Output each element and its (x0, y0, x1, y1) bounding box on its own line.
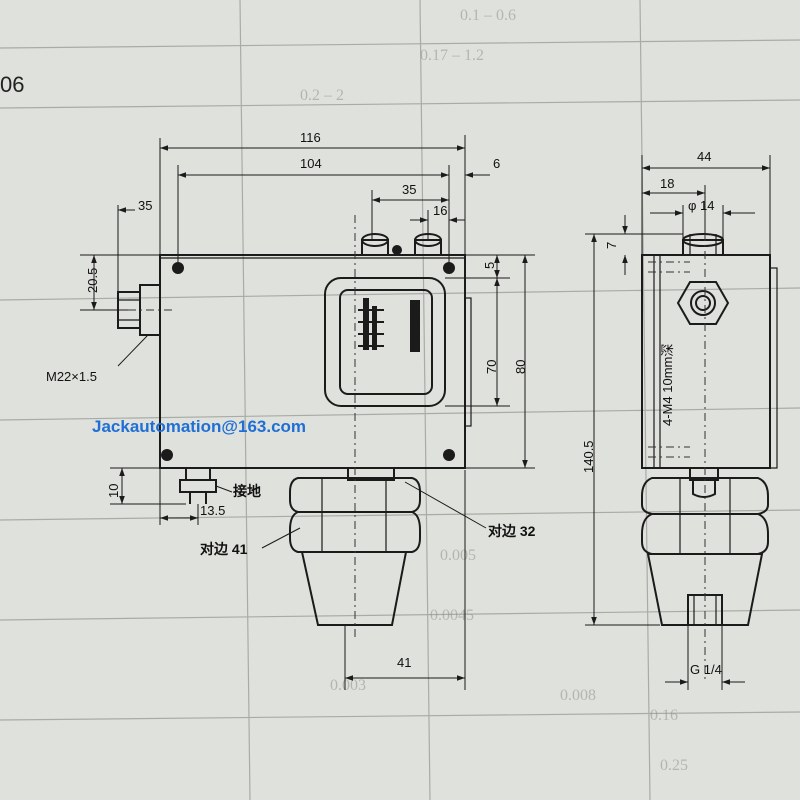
dim-16: 16 (433, 203, 447, 218)
side-bracket (464, 297, 472, 427)
front-view (117, 215, 472, 640)
dim-side-18: 18 (660, 176, 674, 191)
svg-text:0.1 – 0.6: 0.1 – 0.6 (460, 7, 516, 24)
dim-35-left: 35 (138, 198, 152, 213)
dim-side-140-5: 140.5 (581, 440, 596, 473)
dim-side-4m4: 4-M4 10mm深 (660, 344, 675, 426)
side-view (641, 215, 778, 680)
svg-text:0.008: 0.008 (560, 687, 596, 704)
ground-terminal-icon (179, 467, 217, 504)
across-flats-41: 对边 41 (200, 541, 248, 557)
watermark: Jackautomation@163.com (92, 417, 306, 436)
dim-10: 10 (106, 484, 121, 498)
dim-side-44: 44 (697, 149, 711, 164)
scale-marks-icon (358, 298, 420, 352)
dim-116: 116 (300, 130, 321, 145)
side-dimensions: 44 18 φ 14 7 4-M4 10mm深 140.5 G 1/4 (581, 149, 771, 690)
dim-side-g14: G 1/4 (690, 662, 722, 677)
hex-nut-assembly (289, 467, 421, 626)
svg-text:0.003: 0.003 (330, 677, 366, 694)
dim-5: 5 (482, 262, 497, 269)
svg-text:0.2 – 2: 0.2 – 2 (300, 87, 344, 104)
svg-text:0.25: 0.25 (660, 757, 688, 774)
scale-window-outer (324, 277, 446, 407)
gland-hex-icon (676, 281, 730, 325)
thread-m22: M22×1.5 (46, 369, 97, 384)
dim-35-top: 35 (402, 182, 416, 197)
dim-104: 104 (300, 156, 322, 171)
screw-icon (443, 449, 455, 461)
svg-text:0.17 – 1.2: 0.17 – 1.2 (420, 47, 484, 64)
dim-side-phi14: φ 14 (688, 198, 715, 213)
dim-41: 41 (397, 655, 411, 670)
dim-side-7: 7 (604, 242, 619, 249)
housing-outline (159, 254, 466, 469)
svg-text:0.005: 0.005 (440, 547, 476, 564)
page-number: 06 (0, 72, 24, 97)
svg-text:0.0045: 0.0045 (430, 607, 474, 624)
dim-70: 70 (484, 360, 499, 374)
scale-window-inner (339, 289, 433, 395)
front-dimensions: 116 104 6 35 16 35 20.5 M22×1.5 (46, 130, 536, 690)
across-flats-32: 对边 32 (488, 523, 536, 539)
adjust-knob-icon (361, 233, 442, 256)
screw-icon (443, 262, 455, 274)
dim-6: 6 (493, 156, 500, 171)
screw-icon (172, 262, 184, 274)
dim-80: 80 (513, 360, 528, 374)
ground-label: 接地 (233, 483, 261, 499)
dim-20-5: 20.5 (85, 268, 100, 293)
dim-13-5: 13.5 (200, 503, 225, 518)
svg-text:0.16: 0.16 (650, 707, 678, 724)
screw-icon (161, 449, 173, 461)
